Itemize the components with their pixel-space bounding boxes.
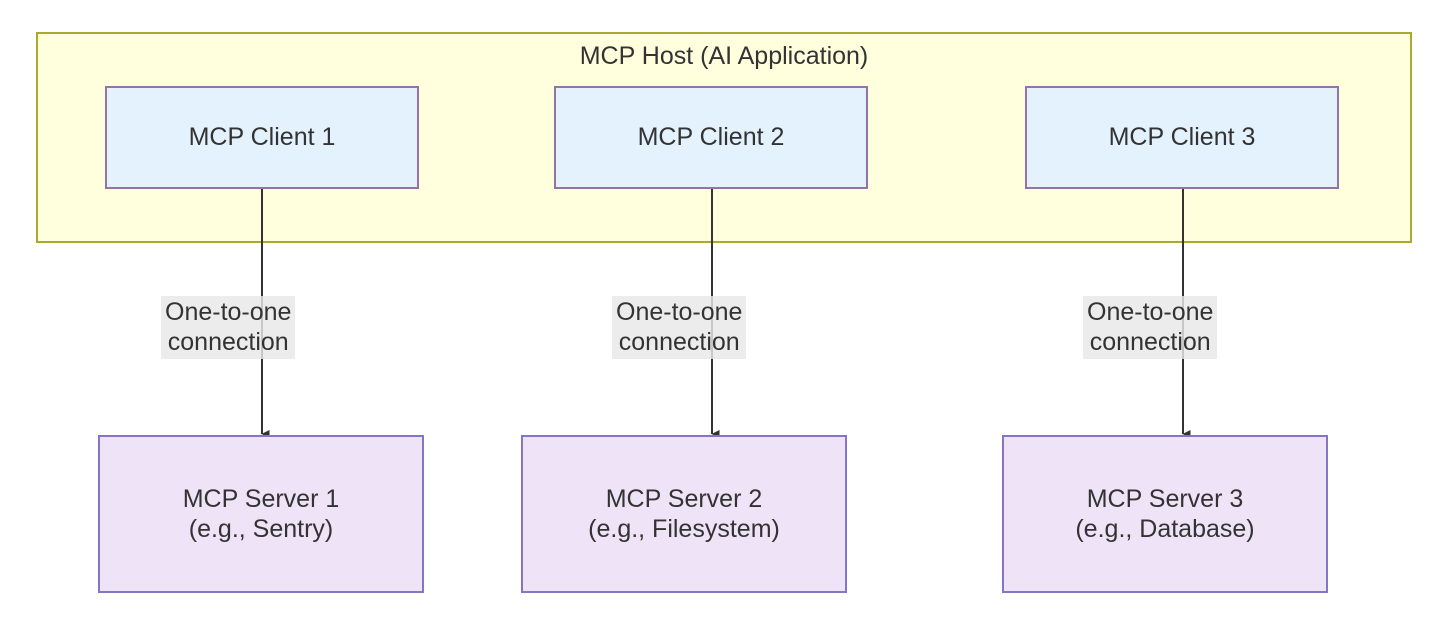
node-mcp-client-2-label: MCP Client 2 xyxy=(637,123,785,152)
edge-label-connection-3: One-to-one connection xyxy=(1083,296,1218,359)
node-mcp-server-3-label: MCP Server 3 (e.g., Database) xyxy=(1075,484,1254,545)
node-mcp-server-1-label: MCP Server 1 (e.g., Sentry) xyxy=(183,484,340,545)
node-mcp-client-1[interactable]: MCP Client 1 xyxy=(105,86,419,189)
node-mcp-server-2-line1: MCP Server 2 xyxy=(605,484,763,513)
mcp-host-title: MCP Host (AI Application) xyxy=(579,42,869,70)
edge-label-2-line1: One-to-one xyxy=(616,298,743,326)
edge-label-connection-2: One-to-one connection xyxy=(612,296,747,359)
node-mcp-server-3[interactable]: MCP Server 3 (e.g., Database) xyxy=(1002,435,1328,593)
node-mcp-client-3-label: MCP Client 3 xyxy=(1108,123,1256,152)
node-mcp-server-1-line1: MCP Server 1 xyxy=(182,484,340,513)
edge-label-1-line2: connection xyxy=(167,327,289,356)
edge-label-3-line2: connection xyxy=(1089,327,1211,356)
edge-label-connection-1: One-to-one connection xyxy=(161,296,296,359)
node-mcp-server-1[interactable]: MCP Server 1 (e.g., Sentry) xyxy=(98,435,424,593)
edge-label-2-line2: connection xyxy=(618,327,740,356)
node-mcp-server-2[interactable]: MCP Server 2 (e.g., Filesystem) xyxy=(521,435,847,593)
node-mcp-server-1-line2: (e.g., Sentry) xyxy=(188,515,334,543)
node-mcp-server-3-line2: (e.g., Database) xyxy=(1075,515,1255,543)
edge-label-3-line1: One-to-one xyxy=(1087,298,1214,326)
node-mcp-server-2-label: MCP Server 2 (e.g., Filesystem) xyxy=(588,484,780,545)
edge-label-1-line1: One-to-one xyxy=(165,298,292,326)
node-mcp-server-3-line1: MCP Server 3 xyxy=(1086,484,1244,513)
node-mcp-server-2-line2: (e.g., Filesystem) xyxy=(588,515,780,543)
node-mcp-client-3[interactable]: MCP Client 3 xyxy=(1025,86,1339,189)
node-mcp-client-1-label: MCP Client 1 xyxy=(188,123,336,152)
node-mcp-client-2[interactable]: MCP Client 2 xyxy=(554,86,868,189)
